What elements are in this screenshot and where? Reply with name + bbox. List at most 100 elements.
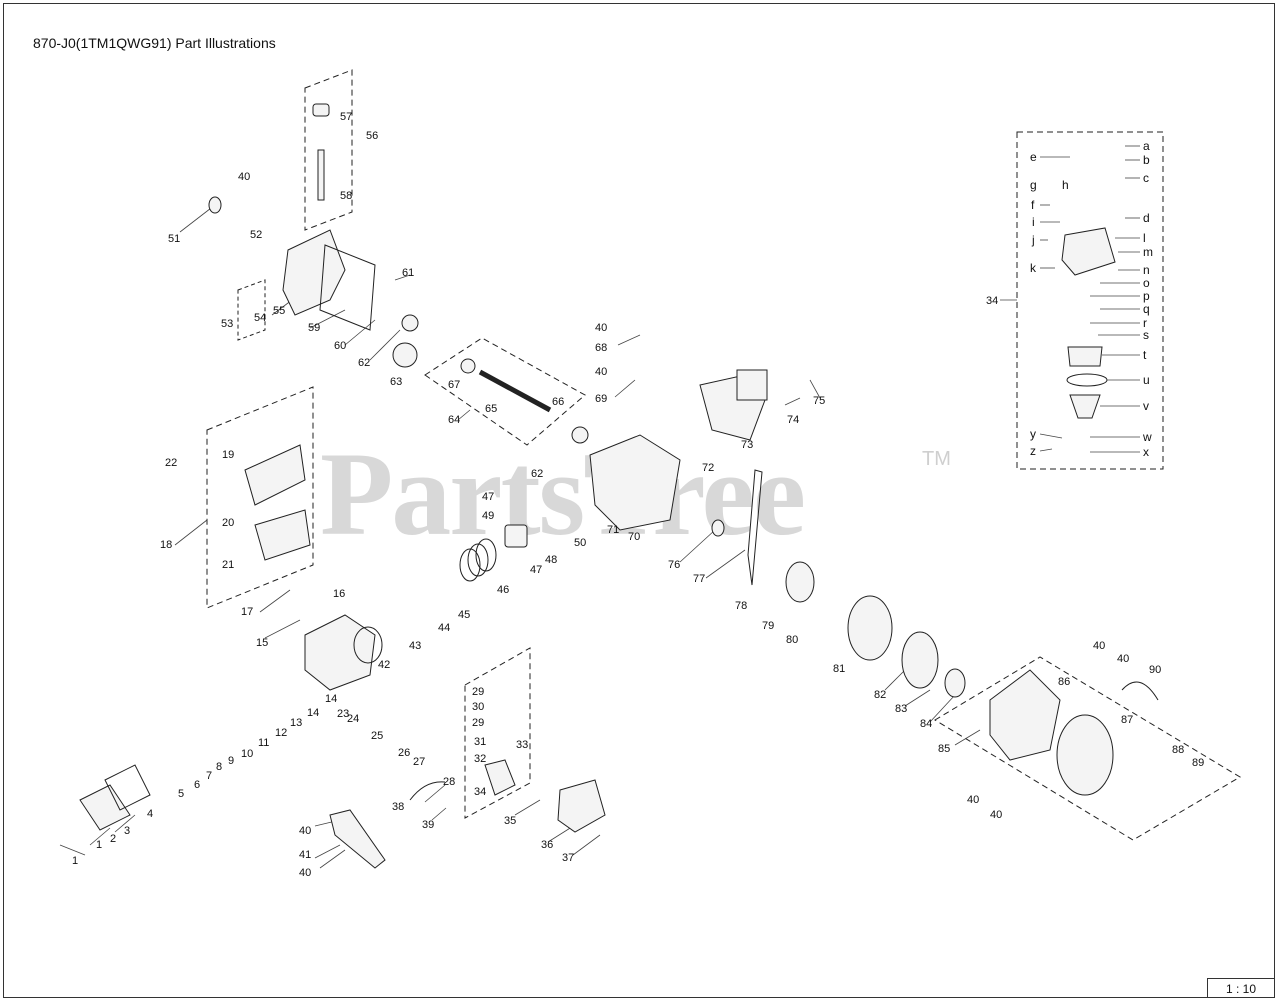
callout-14: 14 — [307, 707, 319, 719]
callout-21: 21 — [222, 559, 234, 571]
callout-89: 89 — [1192, 757, 1204, 769]
carburetor-part — [1061, 227, 1116, 276]
callout-43: 43 — [409, 640, 421, 652]
subpart-q: q — [1143, 302, 1150, 316]
muffler-shield-part — [254, 509, 311, 561]
callout-51: 51 — [168, 233, 180, 245]
callout-53: 53 — [221, 318, 233, 330]
callout-31: 31 — [474, 736, 486, 748]
callout-5: 5 — [178, 788, 184, 800]
callout-12: 12 — [275, 727, 287, 739]
cylinder-head-part — [304, 614, 376, 691]
callout-68: 68 — [595, 342, 607, 354]
callout-71: 71 — [607, 524, 619, 536]
callout-4: 4 — [147, 808, 153, 820]
callout-1: 1 — [96, 839, 102, 851]
callout-50: 50 — [574, 537, 586, 549]
callout-7: 7 — [206, 770, 212, 782]
oil-seal-part — [711, 519, 725, 537]
subpart-s: s — [1143, 328, 1149, 342]
subpart-a: a — [1143, 139, 1150, 153]
page-title: 870-J0(1TM1QWG91) Part Illustrations — [33, 35, 276, 51]
callout-58: 58 — [340, 190, 352, 202]
callout-83: 83 — [895, 703, 907, 715]
callout-75: 75 — [813, 395, 825, 407]
stator-part — [785, 561, 815, 603]
callout-23: 23 — [337, 708, 349, 720]
callout-16: 16 — [333, 588, 345, 600]
callout-40: 40 — [299, 867, 311, 879]
callout-40: 40 — [595, 366, 607, 378]
group-box-64 — [424, 337, 586, 446]
gear-part — [392, 342, 418, 368]
scale-box: 1 : 10 — [1207, 978, 1275, 998]
subpart-y: y — [1030, 427, 1036, 441]
seal-part — [208, 196, 222, 214]
callout-85: 85 — [938, 743, 950, 755]
callout-9: 9 — [228, 755, 234, 767]
rocker-gasket-part — [104, 764, 151, 811]
cylinder-block-part — [589, 434, 681, 531]
group-box-56 — [304, 69, 353, 231]
callout-33: 33 — [516, 739, 528, 751]
callout-86: 86 — [1058, 676, 1070, 688]
callout-66: 66 — [552, 396, 564, 408]
callout-40: 40 — [1093, 640, 1105, 652]
piston-part — [504, 524, 528, 548]
subpart-r: r — [1143, 316, 1147, 330]
callout-22: 22 — [165, 457, 177, 469]
fan-part — [901, 631, 939, 689]
callout-35: 35 — [504, 815, 516, 827]
head-gasket-part — [353, 626, 383, 664]
rocker-cover-part — [79, 784, 131, 831]
callout-41: 41 — [299, 849, 311, 861]
oil-fill-cap-part — [312, 103, 330, 117]
subpart-w: w — [1142, 430, 1152, 444]
callout-40: 40 — [1117, 653, 1129, 665]
callout-40: 40 — [238, 171, 250, 183]
callout-25: 25 — [371, 730, 383, 742]
callout-36: 36 — [541, 839, 553, 851]
drawing-frame — [3, 3, 1275, 998]
callout-34: 34 — [986, 295, 998, 307]
callout-69: 69 — [595, 393, 607, 405]
callout-45: 45 — [458, 609, 470, 621]
starter-cup-part — [944, 668, 966, 698]
callout-13: 13 — [290, 717, 302, 729]
callout-8: 8 — [216, 761, 222, 773]
callout-84: 84 — [920, 718, 932, 730]
callout-55: 55 — [273, 305, 285, 317]
group-box-85 — [934, 656, 1241, 841]
callout-27: 27 — [413, 756, 425, 768]
subpart-n: n — [1143, 263, 1150, 277]
bearing-part — [401, 314, 419, 332]
group-box-18 — [206, 386, 314, 609]
callout-40: 40 — [967, 794, 979, 806]
flywheel-part — [847, 595, 893, 661]
group-box-53 — [237, 279, 266, 341]
callout-72: 72 — [702, 462, 714, 474]
callout-29: 29 — [472, 717, 484, 729]
callout-46: 46 — [497, 584, 509, 596]
callout-44: 44 — [438, 622, 450, 634]
callout-40: 40 — [990, 809, 1002, 821]
subpart-l: l — [1143, 231, 1146, 245]
callout-52: 52 — [250, 229, 262, 241]
callout-38: 38 — [392, 801, 404, 813]
callout-78: 78 — [735, 600, 747, 612]
callout-6: 6 — [194, 779, 200, 791]
callout-47: 47 — [482, 491, 494, 503]
carburetor-small-part — [484, 759, 516, 796]
subpart-t: t — [1143, 348, 1147, 362]
callout-29: 29 — [472, 686, 484, 698]
callout-32: 32 — [474, 753, 486, 765]
blower-housing-part — [989, 669, 1061, 761]
subpart-g: g — [1030, 178, 1037, 192]
callout-77: 77 — [693, 573, 705, 585]
callout-40: 40 — [595, 322, 607, 334]
callout-79: 79 — [762, 620, 774, 632]
dipstick-part — [317, 149, 325, 201]
callout-57: 57 — [340, 111, 352, 123]
subpart-k: k — [1030, 261, 1037, 275]
callout-30: 30 — [472, 701, 484, 713]
